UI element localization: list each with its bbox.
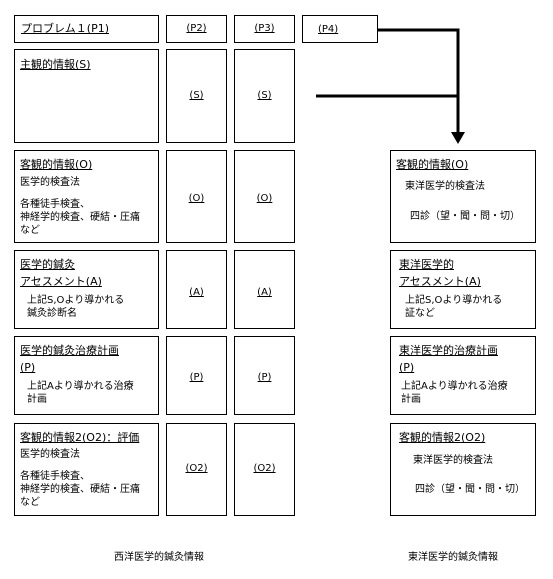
western-a-line: 鍼灸診断名 bbox=[27, 308, 77, 319]
western-p-line: 上記Aより導かれる治療 bbox=[27, 381, 134, 392]
p2-o2-box: (O2) bbox=[166, 423, 227, 516]
p2-p-box: (P) bbox=[166, 336, 227, 415]
eastern-o-line: 東洋医学的検査法 bbox=[405, 181, 485, 192]
problem-p1-box: プロブレム１(P1) bbox=[14, 15, 159, 43]
problem-p2-box: (P2) bbox=[166, 15, 227, 43]
western-o2-title: 客観的情報2(O2)：評価 bbox=[20, 431, 140, 444]
eastern-o2-box: 客観的情報2(O2) 東洋医学的検査法 四診（望・聞・問・切） bbox=[390, 423, 536, 516]
p3-a-box: (A) bbox=[234, 250, 295, 329]
western-s-title: 主観的情報(S) bbox=[20, 58, 91, 71]
problem-p1-label: プロブレム１(P1) bbox=[21, 22, 109, 35]
arrowhead-icon bbox=[451, 132, 465, 144]
p2-s-box: (S) bbox=[166, 49, 227, 143]
western-a-title: アセスメント(A) bbox=[20, 275, 102, 288]
western-p-title: 医学的鍼灸治療計画 bbox=[20, 344, 119, 357]
p2-o2-label: (O2) bbox=[185, 463, 208, 474]
western-o-title: 客観的情報(O) bbox=[20, 158, 93, 171]
problem-p4-box: (P4) bbox=[302, 15, 378, 43]
p3-o2-label: (O2) bbox=[253, 463, 276, 474]
western-o2-line: 医学的検査法 bbox=[20, 449, 80, 460]
eastern-a-line: 上記S,Oより導かれる bbox=[405, 295, 503, 306]
p2-a-label: (A) bbox=[189, 287, 204, 298]
p2-a-box: (A) bbox=[166, 250, 227, 329]
p2-o-box: (O) bbox=[166, 150, 227, 243]
eastern-o2-title: 客観的情報2(O2) bbox=[399, 431, 486, 444]
western-o-line: など bbox=[20, 225, 40, 236]
western-o2-line: 神経学的検査、硬結・圧痛 bbox=[20, 484, 140, 495]
eastern-a-line: 証など bbox=[405, 308, 435, 319]
eastern-a-title: 東洋医学的 bbox=[399, 258, 454, 271]
western-a-box: 医学的鍼灸 アセスメント(A) 上記S,Oより導かれる 鍼灸診断名 bbox=[14, 250, 159, 329]
eastern-p-line: 計画 bbox=[401, 394, 421, 405]
western-o-box: 客観的情報(O) 医学的検査法 各種徒手検査、 神経学的検査、硬結・圧痛 など bbox=[14, 150, 159, 243]
western-o-line: 神経学的検査、硬結・圧痛 bbox=[20, 212, 140, 223]
western-o2-box: 客観的情報2(O2)：評価 医学的検査法 各種徒手検査、 神経学的検査、硬結・圧… bbox=[14, 423, 159, 516]
p3-o2-box: (O2) bbox=[234, 423, 295, 516]
p3-s-box: (S) bbox=[234, 49, 295, 143]
p3-s-label: (S) bbox=[257, 90, 272, 101]
p2-o-label: (O) bbox=[188, 193, 205, 204]
western-o-line: 医学的検査法 bbox=[20, 177, 80, 188]
eastern-a-box: 東洋医学的 アセスメント(A) 上記S,Oより導かれる 証など bbox=[390, 250, 536, 329]
western-a-title: 医学的鍼灸 bbox=[20, 258, 75, 271]
western-o-line: 各種徒手検査、 bbox=[20, 199, 90, 210]
problem-p2-label: (P2) bbox=[186, 23, 207, 34]
western-p-title: (P) bbox=[20, 361, 36, 374]
western-a-line: 上記S,Oより導かれる bbox=[27, 295, 125, 306]
eastern-footer-label: 東洋医学的鍼灸情報 bbox=[408, 552, 498, 563]
eastern-o-title: 客観的情報(O) bbox=[396, 158, 469, 171]
western-p-box: 医学的鍼灸治療計画 (P) 上記Aより導かれる治療 計画 bbox=[14, 336, 159, 415]
p3-o-box: (O) bbox=[234, 150, 295, 243]
western-o2-line: 各種徒手検査、 bbox=[20, 471, 90, 482]
western-footer-label: 西洋医学的鍼灸情報 bbox=[114, 552, 204, 563]
p3-a-label: (A) bbox=[257, 287, 272, 298]
western-p-line: 計画 bbox=[27, 394, 47, 405]
p3-o-label: (O) bbox=[256, 193, 273, 204]
eastern-o-box: 客観的情報(O) 東洋医学的検査法 四診（望・聞・問・切） bbox=[390, 150, 536, 243]
eastern-p-line: 上記Aより導かれる治療 bbox=[401, 381, 508, 392]
eastern-p-title: (P) bbox=[399, 361, 415, 374]
p2-s-label: (S) bbox=[189, 90, 204, 101]
eastern-o2-line: 東洋医学的検査法 bbox=[413, 455, 493, 466]
eastern-p-title: 東洋医学的治療計画 bbox=[399, 344, 498, 357]
problem-p3-label: (P3) bbox=[254, 23, 275, 34]
western-o2-line: など bbox=[20, 497, 40, 508]
eastern-o-line: 四診（望・聞・問・切） bbox=[410, 211, 520, 222]
eastern-o2-line: 四診（望・聞・問・切） bbox=[415, 484, 525, 495]
eastern-a-title: アセスメント(A) bbox=[399, 275, 481, 288]
problem-p4-label: (P4) bbox=[318, 24, 339, 35]
western-s-box: 主観的情報(S) bbox=[14, 49, 159, 143]
p3-p-box: (P) bbox=[234, 336, 295, 415]
problem-p3-box: (P3) bbox=[234, 15, 295, 43]
p3-p-label: (P) bbox=[257, 372, 272, 383]
p4-to-eastern-arrow bbox=[378, 28, 460, 134]
eastern-p-box: 東洋医学的治療計画 (P) 上記Aより導かれる治療 計画 bbox=[390, 336, 536, 415]
p2-p-label: (P) bbox=[189, 372, 204, 383]
